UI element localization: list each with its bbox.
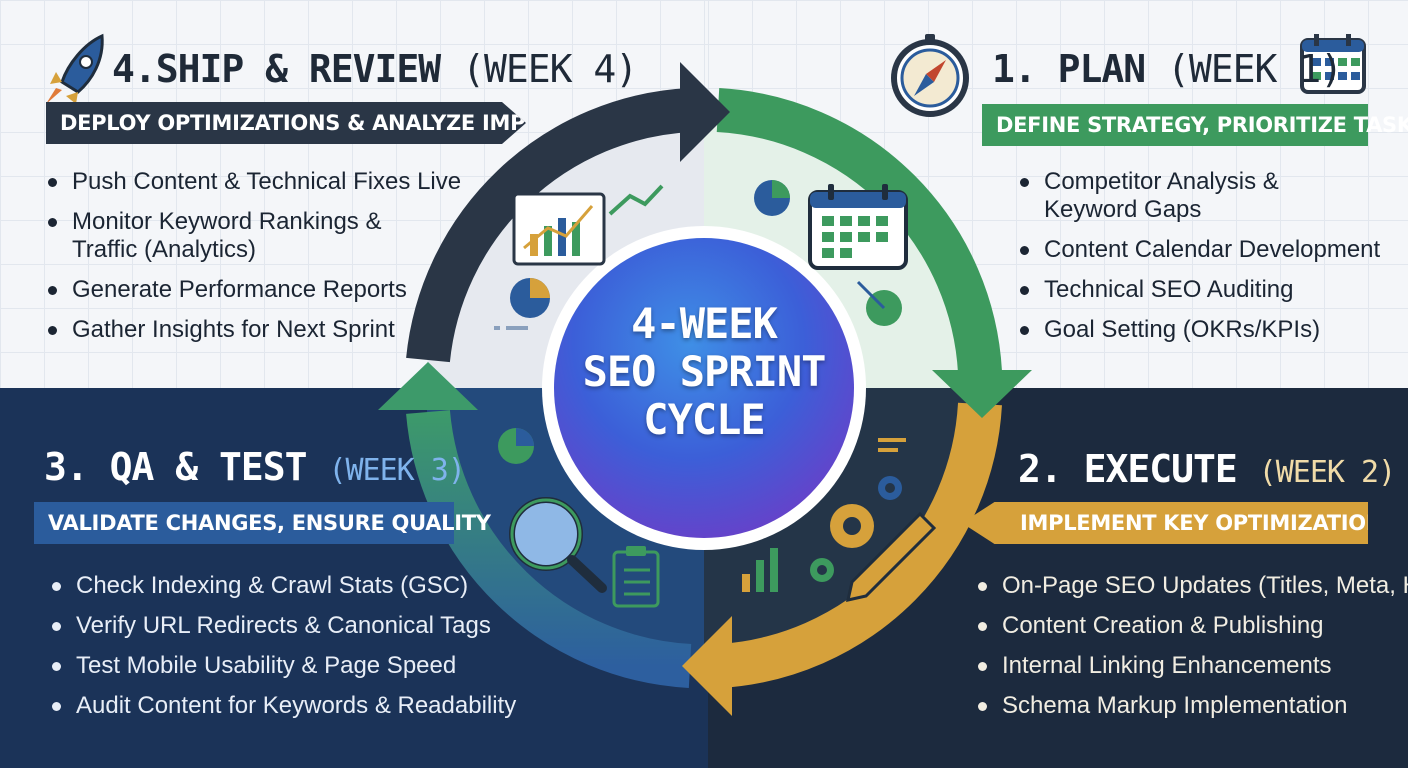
phase-title-text: 2. EXECUTE [1018,447,1238,491]
phase-banner-ship: DEPLOY OPTIMIZATIONS & ANALYZE IMPACT [46,102,526,144]
phase-title-text: 1. PLAN [992,47,1146,91]
phase-title-qa: 3. QA & TEST (WEEK 3) [44,445,466,489]
list-item: Push Content & Technical Fixes Live [48,168,461,196]
list-item: Verify URL Redirects & Canonical Tags [52,612,516,640]
list-item: Check Indexing & Crawl Stats (GSC) [52,572,516,600]
list-item: Content Calendar Development [1020,236,1380,264]
center-title-line: 4-WEEK [631,299,778,348]
list-item: Technical SEO Auditing [1020,276,1380,304]
list-item: Test Mobile Usability & Page Speed [52,652,516,680]
list-item: Goal Setting (OKRs/KPIs) [1020,316,1380,344]
list-item: Schema Markup Implementation [978,692,1408,720]
phase-list-plan: Competitor Analysis & Keyword Gaps Conte… [1020,168,1380,356]
phase-title-text: 4.SHIP & REVIEW [112,47,441,91]
phase-title-execute: 2. EXECUTE (WEEK 2) [1018,447,1396,491]
list-item: Internal Linking Enhancements [978,652,1408,680]
phase-banner-qa: VALIDATE CHANGES, ENSURE QUALITY [34,502,491,544]
phase-banner-execute: IMPLEMENT KEY OPTIMIZATIONS [962,502,1368,544]
phase-list-qa: Check Indexing & Crawl Stats (GSC) Verif… [52,572,516,732]
phase-banner-plan: DEFINE STRATEGY, PRIORITIZE TASKS [982,104,1408,146]
phase-week: (WEEK 1) [1167,47,1343,91]
phase-title-plan: 1. PLAN (WEEK 1) [992,47,1343,91]
list-item: Audit Content for Keywords & Readability [52,692,516,720]
list-item: Monitor Keyword Rankings & [48,208,461,236]
list-item: Gather Insights for Next Sprint [48,316,461,344]
phase-week: (WEEK 4) [462,47,638,91]
list-item: Keyword Gaps [1044,196,1202,223]
phase-week: (WEEK 2) [1258,455,1396,490]
center-title-line: CYCLE [643,395,765,444]
list-item: On-Page SEO Updates (Titles, Meta, H1) [978,572,1408,600]
list-item: Traffic (Analytics) [72,236,257,263]
phase-week: (WEEK 3) [328,453,465,488]
phase-title-text: 3. QA & TEST [44,445,308,489]
phase-list-ship: Push Content & Technical Fixes Live Moni… [48,168,461,356]
phase-list-execute: On-Page SEO Updates (Titles, Meta, H1) C… [978,572,1408,732]
center-title: 4-WEEK SEO SPRINT CYCLE [574,300,834,444]
list-item: Content Creation & Publishing [978,612,1408,640]
list-item: Generate Performance Reports [48,276,461,304]
center-title-line: SEO SPRINT [582,347,827,396]
list-item: Competitor Analysis & [1020,168,1380,196]
phase-title-ship: 4.SHIP & REVIEW (WEEK 4) [112,47,638,91]
